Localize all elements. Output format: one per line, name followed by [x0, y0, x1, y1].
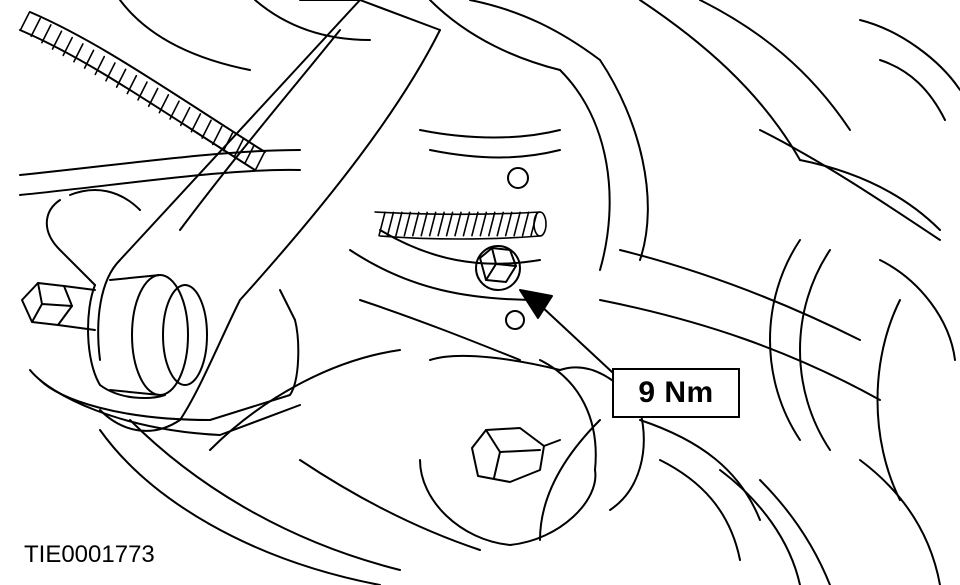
- background-structure: [19, 0, 960, 585]
- hose-braid-tick: [51, 30, 63, 50]
- hose-braid-tick: [105, 62, 116, 82]
- reference-code: TIE0001773: [24, 541, 155, 568]
- hose-braid-tick: [244, 144, 255, 165]
- hose-braid-tick: [147, 87, 159, 108]
- torque-arrow: [519, 289, 613, 373]
- hose-braid-tick: [179, 106, 191, 127]
- hose-braid-tick: [437, 211, 445, 237]
- hose-braid-tick: [169, 100, 180, 120]
- hose-braid-tick: [521, 211, 530, 237]
- hose-braid-tick: [386, 211, 395, 237]
- hose-braid-tick: [428, 211, 437, 237]
- hose-braid-tick: [403, 211, 412, 237]
- hose-braid-tick: [504, 211, 513, 237]
- hose-braid-tick: [115, 68, 127, 88]
- hose-braid-tick: [62, 36, 74, 57]
- hose-braid-tick: [233, 138, 244, 158]
- torque-bolt: [475, 167, 529, 330]
- hose-braid-tick: [471, 211, 479, 237]
- hose-braid-tick: [190, 113, 202, 133]
- brake-hose-upper: [19, 11, 266, 171]
- hose-braid-tick: [454, 211, 462, 237]
- hose-braid-tick: [41, 24, 52, 44]
- hose-braid-tick: [378, 211, 386, 237]
- hose-braid-tick: [513, 211, 521, 237]
- hose-braid-tick: [445, 211, 454, 237]
- hose-braid-tick: [487, 211, 496, 237]
- hose-braid-tick: [462, 211, 471, 237]
- suspension-arm: [97, 0, 441, 432]
- lower-bolt: [471, 427, 561, 483]
- hose-braid-tick: [30, 17, 41, 38]
- hose-braid-tick: [137, 81, 148, 101]
- hose-braid-tick: [19, 11, 31, 31]
- hose-braid-tick: [420, 211, 429, 237]
- hose-braid-tick: [201, 119, 212, 139]
- bushing: [87, 274, 208, 399]
- hose-braid-tick: [94, 55, 106, 76]
- hose-braid-tick: [83, 49, 95, 69]
- hose-braid-tick: [222, 132, 234, 152]
- brake-hose-lower: [374, 211, 547, 240]
- hose-braid-tick: [126, 74, 138, 95]
- hose-braid-tick: [158, 94, 170, 114]
- torque-label: 9 Nm: [612, 368, 740, 418]
- hose-braid-tick: [411, 211, 420, 237]
- left-bolt: [21, 282, 96, 331]
- hose-braid-tick: [211, 125, 223, 146]
- hose-braid-tick: [496, 211, 505, 237]
- mounting-bracket: [29, 189, 301, 436]
- hose-braid-tick: [73, 43, 84, 63]
- hose-braid-tick: [254, 151, 266, 171]
- hose-braid-tick: [479, 211, 488, 237]
- hose-braid-tick: [530, 211, 538, 237]
- hose-braid-tick: [395, 211, 403, 237]
